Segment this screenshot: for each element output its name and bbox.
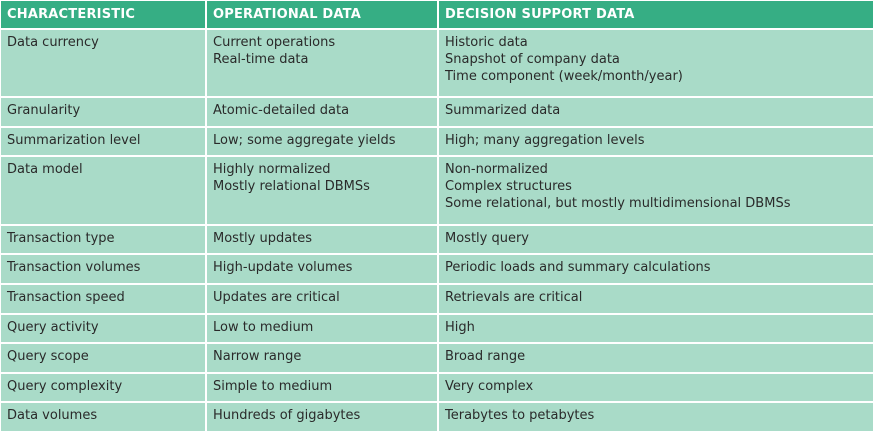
cell-decision-support: Retrievals are critical — [438, 283, 873, 315]
cell-decision-support: High — [438, 313, 873, 345]
table-row: Query scope Narrow range Broad range — [1, 343, 873, 374]
table-row: Transaction volumes High-update volumes Pe… — [1, 254, 873, 285]
cell-text: Some relational, but mostly multidimensi… — [445, 196, 791, 212]
cell-operational: Atomic-detailed data — [206, 97, 439, 128]
table-row: Query complexity Simple to medium Very com… — [1, 372, 873, 404]
cell-text: Complex structures — [445, 179, 572, 195]
cell-text: Data currency — [7, 35, 99, 50]
cell-text: Summarization level — [7, 132, 141, 148]
cell-operational: High-update volumes — [206, 254, 439, 285]
cell-characteristic: Data currency — [1, 29, 207, 99]
cell-characteristic: Query activity — [1, 313, 207, 345]
cell-characteristic: Granularity — [1, 97, 207, 128]
cell-text: Granularity — [7, 103, 81, 119]
table-row: Granularity Atomic-detailed data Summarize… — [1, 97, 873, 128]
cell-characteristic: Transaction volumes — [1, 254, 207, 285]
cell-decision-support: Very complex — [438, 372, 873, 404]
cell-text: Mostly query — [445, 230, 530, 246]
cell-text: Atomic-detailed data — [213, 103, 350, 119]
table-row: Transaction speed Updates are critical Ret… — [1, 283, 873, 315]
cell-characteristic: Data model — [1, 156, 207, 226]
cell-text: Transaction volumes — [7, 260, 141, 276]
cell-text: Low to medium — [213, 319, 314, 335]
cell-text: Broad range — [445, 349, 526, 365]
cell-text: High; many aggregation levels — [445, 132, 645, 148]
cell-operational: Updates are critical — [206, 283, 439, 315]
cell-decision-support: High; many aggregation levels — [438, 126, 873, 158]
cell-text: Mostly updates — [213, 230, 313, 246]
cell-text: Hundreds of gigabytes — [213, 408, 361, 424]
cell-characteristic: Data volumes — [1, 402, 207, 433]
cell-operational: Low to medium — [206, 313, 439, 345]
header-row: CHARACTERISTIC OPERATIONAL DATA DECISION… — [1, 1, 873, 30]
cell-decision-support: Broad range — [438, 343, 873, 374]
cell-text: High-update volumes — [213, 260, 353, 276]
cell-text: Transaction type — [7, 230, 115, 246]
cell-text: Highly normalized — [213, 162, 331, 178]
cell-text: Real-time data — [213, 52, 309, 67]
cell-characteristic: Transaction type — [1, 224, 207, 256]
table-header: CHARACTERISTIC OPERATIONAL DATA DECISION… — [1, 1, 873, 30]
cell-text: Mostly relational DBMSs — [213, 179, 370, 195]
cell-text: Retrievals are critical — [445, 289, 583, 305]
cell-characteristic: Query scope — [1, 343, 207, 374]
cell-text: Simple to medium — [213, 378, 333, 394]
cell-text: Time component (week/month/year) — [445, 69, 683, 84]
cell-text: Terabytes to petabytes — [445, 408, 595, 424]
header-operational-data: OPERATIONAL DATA — [206, 1, 439, 30]
cell-text: Updates are critical — [213, 289, 340, 305]
cell-operational: Narrow range — [206, 343, 439, 374]
cell-operational: Simple to medium — [206, 372, 439, 404]
cell-text: Query scope — [7, 349, 89, 365]
cell-decision-support: Mostly query — [438, 224, 873, 256]
table-row: Transaction type Mostly updates Mostly que… — [1, 224, 873, 256]
header-decision-support-data: DECISION SUPPORT DATA — [438, 1, 873, 30]
cell-decision-support: Periodic loads and summary calculations — [438, 254, 873, 285]
cell-text: Query activity — [7, 319, 99, 335]
cell-text: Query complexity — [7, 378, 123, 394]
cell-text: Data model — [7, 162, 83, 178]
cell-characteristic: Transaction speed — [1, 283, 207, 315]
cell-decision-support: Summarized data — [438, 97, 873, 128]
cell-text: Current operations — [213, 35, 336, 50]
cell-text: Very complex — [445, 378, 534, 394]
table-row: Summarization level Low; some aggregate y… — [1, 126, 873, 158]
cell-text: High — [445, 319, 475, 335]
cell-text: Periodic loads and summary calculations — [445, 260, 711, 276]
cell-text: Transaction speed — [7, 289, 125, 305]
cell-operational: Mostly updates — [206, 224, 439, 256]
cell-decision-support: Terabytes to petabytes — [438, 402, 873, 433]
cell-characteristic: Summarization level — [1, 126, 207, 158]
cell-text: Narrow range — [213, 349, 302, 365]
table-row: Data volumes Hundreds of gigabytes Terabyt… — [1, 402, 873, 433]
cell-operational: Low; some aggregate yields — [206, 126, 439, 158]
cell-operational: Hundreds of gigabytes — [206, 402, 439, 433]
cell-text: Data volumes — [7, 408, 98, 424]
cell-text: Summarized data — [445, 103, 561, 119]
cell-text: Low; some aggregate yields — [213, 132, 396, 148]
cell-characteristic: Query complexity — [1, 372, 207, 404]
header-characteristic: CHARACTERISTIC — [1, 1, 207, 30]
cell-text: Snapshot of company data — [445, 52, 620, 67]
cell-text: Historic data — [445, 35, 528, 50]
table-row: Query activity Low to medium High — [1, 313, 873, 345]
cell-text: Non-normalized — [445, 162, 548, 178]
